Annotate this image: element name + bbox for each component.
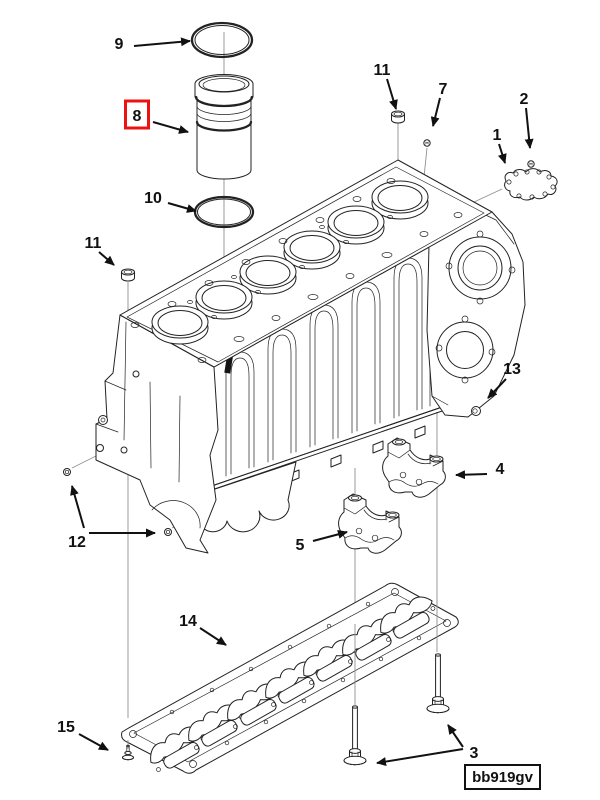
side-plug — [471, 406, 481, 416]
dowel-plug-right — [164, 528, 172, 536]
callout-8[interactable]: 8 — [124, 99, 150, 130]
cylinder-liner — [194, 74, 254, 180]
callout-15[interactable]: 15 — [57, 719, 75, 736]
cup-plug-rear — [391, 110, 405, 124]
callout-label: 13 — [503, 361, 521, 378]
callout-label: 8 — [133, 108, 142, 125]
callout-label: 14 — [179, 613, 197, 630]
callout-14[interactable]: 14 — [179, 613, 197, 630]
callout-11-left[interactable]: 11 — [85, 235, 102, 252]
main-bearing-cap-front — [338, 493, 402, 554]
callout-12[interactable]: 12 — [68, 534, 86, 551]
callout-label: 11 — [374, 62, 391, 79]
callout-5[interactable]: 5 — [296, 537, 305, 554]
callout-label: 3 — [470, 745, 479, 762]
cup-plug-front — [121, 268, 135, 282]
cover-plate-screw — [527, 160, 535, 168]
callout-label: 2 — [520, 91, 529, 108]
deck-screw — [423, 139, 431, 147]
drawing-code: bb919gv — [464, 764, 541, 790]
highlight-box — [124, 99, 150, 130]
callout-label: 11 — [85, 235, 102, 252]
callout-10[interactable]: 10 — [144, 190, 162, 207]
cover-plate — [504, 168, 558, 201]
callout-2[interactable]: 2 — [520, 91, 529, 108]
callout-label: 9 — [115, 36, 124, 53]
callout-3[interactable]: 3 — [470, 745, 479, 762]
callout-1[interactable]: 1 — [493, 127, 502, 144]
callout-label: 1 — [493, 127, 502, 144]
engine-block — [95, 159, 526, 554]
dowel-plug-left — [63, 468, 71, 476]
cylinder-bores — [151, 180, 429, 345]
main-bearing-bolt-front — [343, 705, 367, 766]
callout-label: 5 — [296, 537, 305, 554]
callout-arrows — [70, 37, 534, 766]
callout-13[interactable]: 13 — [503, 361, 521, 378]
callout-label: 4 — [496, 461, 505, 478]
block-front-face — [95, 314, 219, 554]
ladder-frame — [121, 582, 459, 776]
callout-label: 15 — [57, 719, 75, 736]
small-bolt-front — [122, 744, 134, 761]
callout-label: 10 — [144, 190, 162, 207]
deck-bolt-holes — [130, 178, 463, 363]
callout-9[interactable]: 9 — [115, 36, 124, 53]
main-bearing-bolt-rear — [426, 653, 450, 714]
drawing-code-text: bb919gv — [472, 769, 534, 786]
callout-label: 7 — [439, 81, 448, 98]
callout-11-top[interactable]: 11 — [374, 62, 391, 79]
sealing-ring-upper — [190, 21, 254, 59]
callout-7[interactable]: 7 — [439, 81, 448, 98]
callout-4[interactable]: 4 — [496, 461, 505, 478]
main-bearing-cap-rear — [382, 437, 446, 498]
callout-label: 12 — [68, 534, 86, 551]
construction-lines-over — [127, 600, 438, 749]
